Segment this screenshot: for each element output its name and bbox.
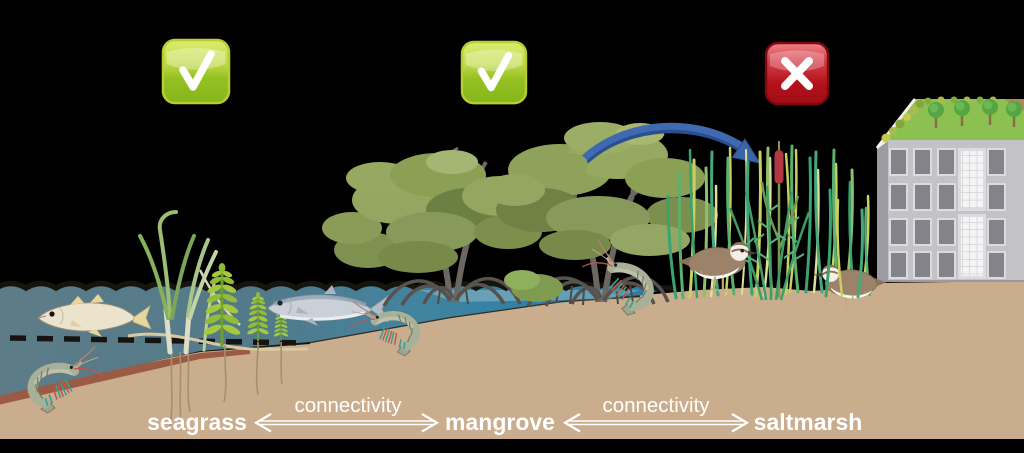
building-windows: [889, 148, 1006, 279]
whiting-fish: [37, 294, 152, 337]
building-side: [877, 140, 888, 284]
bypass-arrow: [556, 122, 762, 177]
beach-sand: [0, 281, 1024, 439]
saltmarsh-status-cross-icon: [764, 41, 830, 106]
whiting-eye: [49, 311, 55, 317]
saltmarsh-grass-front: [824, 188, 864, 299]
dashed-line: [9, 335, 307, 346]
cross-mark: [781, 57, 813, 90]
whiting-tail-fin: [132, 304, 152, 330]
city-building: [875, 96, 1024, 284]
check-mark: [477, 51, 513, 92]
saltmarsh-label: saltmarsh: [754, 409, 863, 435]
mangrove-status-check-icon: [460, 40, 528, 105]
seagrass-status-check-icon: [161, 38, 231, 105]
mangrove-label: mangrove: [445, 409, 555, 435]
seagrass-label: seagrass: [147, 409, 247, 435]
check-mark: [179, 50, 215, 91]
connectivity-arrow-right: [562, 413, 750, 433]
mullet-eye: [277, 300, 283, 306]
connectivity-right-label: connectivity: [602, 394, 710, 417]
stairwell-windows: [958, 148, 986, 279]
connectivity-left-label: connectivity: [294, 394, 402, 417]
mangrove-shrub: [504, 270, 563, 302]
connectivity-arrow-left: [253, 413, 440, 433]
roof-bushes: [881, 96, 997, 143]
cattail-spike: [774, 150, 784, 184]
